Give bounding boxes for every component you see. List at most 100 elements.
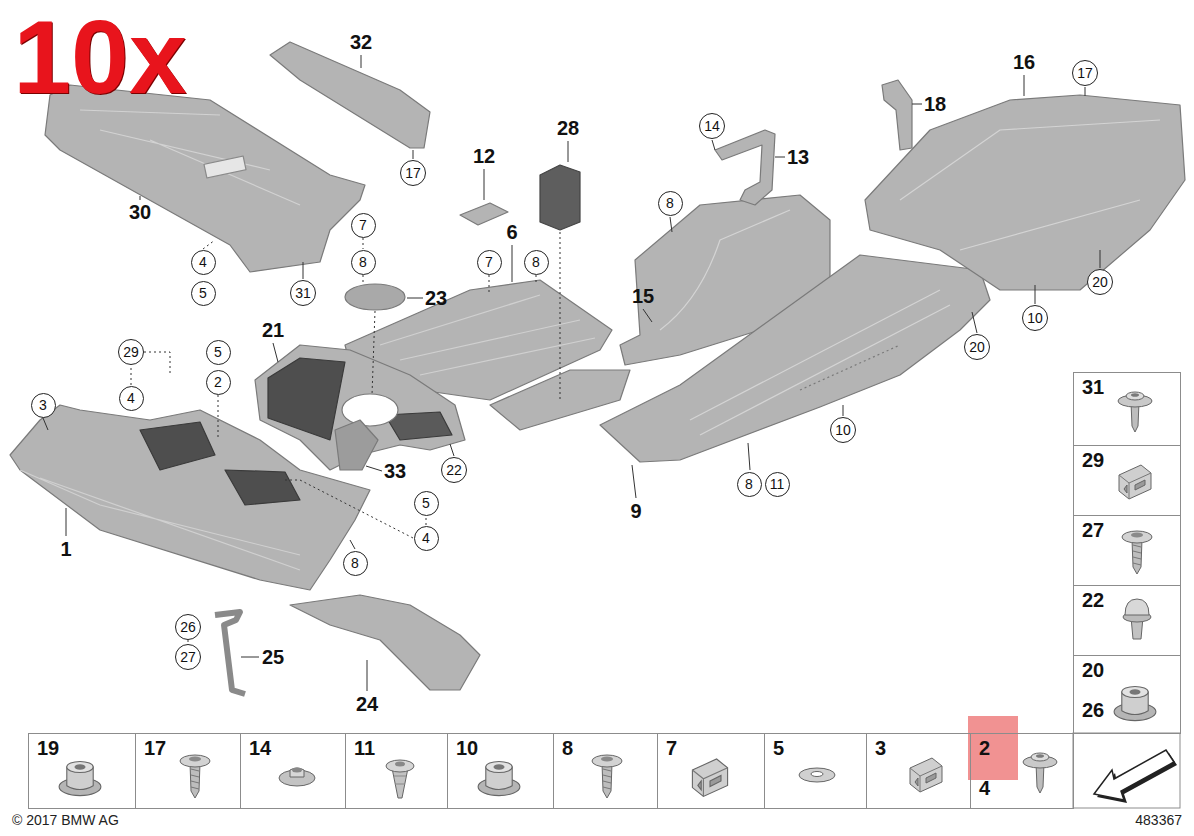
part-number: 25 bbox=[262, 646, 284, 668]
part-number: 24 bbox=[356, 693, 378, 715]
footer-note: 483367 bbox=[1135, 813, 1182, 828]
part-number: 21 bbox=[262, 319, 284, 341]
legend-cell: 19 bbox=[28, 733, 136, 809]
callout-number: 22 bbox=[1074, 588, 1180, 612]
part-number: 1 bbox=[60, 538, 71, 560]
callout-number: 20 bbox=[969, 340, 985, 354]
callout-number: 26 bbox=[1074, 698, 1180, 722]
callout-number: 8 bbox=[532, 255, 540, 269]
legend-cell: 17 bbox=[135, 733, 241, 809]
legend-cell: 14 bbox=[240, 733, 346, 809]
callout-circle: 31 bbox=[290, 280, 316, 306]
callout-number: 20 bbox=[1074, 658, 1180, 682]
callout-circle: 29 bbox=[118, 339, 144, 365]
legend-cell: 11 bbox=[345, 733, 448, 809]
callout-circle: 8 bbox=[524, 250, 549, 275]
callout-number: 4 bbox=[199, 255, 207, 269]
part-number: 15 bbox=[632, 285, 654, 307]
part-number: 28 bbox=[557, 117, 579, 139]
part-number: 9 bbox=[630, 500, 641, 522]
callout-circle: 8 bbox=[658, 191, 683, 216]
callout-number: 5 bbox=[765, 736, 866, 760]
callout-number: 17 bbox=[1077, 66, 1093, 80]
footer-note: © 2017 BMW AG bbox=[12, 813, 119, 828]
callout-number: 14 bbox=[704, 119, 720, 133]
callout-number: 7 bbox=[658, 736, 764, 760]
legend-cell: 3 bbox=[866, 733, 971, 809]
callout-number: 8 bbox=[666, 196, 674, 210]
callout-number: 3 bbox=[39, 398, 47, 412]
callout-number: 2 bbox=[214, 375, 222, 389]
callout-number: 8 bbox=[554, 736, 657, 760]
callout-number: 11 bbox=[770, 477, 785, 491]
callout-circle: 7 bbox=[351, 213, 376, 238]
legend-cell: 24 bbox=[970, 733, 1074, 809]
callout-circle: 20 bbox=[964, 334, 990, 360]
callout-number: 22 bbox=[446, 463, 462, 477]
callout-circle: 10 bbox=[1022, 305, 1048, 331]
callout-circle: 4 bbox=[119, 386, 144, 411]
callout-circle: 4 bbox=[414, 526, 439, 551]
callout-number: 11 bbox=[346, 736, 447, 760]
callout-number: 3 bbox=[867, 736, 970, 760]
callout-circle: 8 bbox=[737, 472, 762, 497]
callout-number: 8 bbox=[351, 556, 359, 570]
callout-number: 26 bbox=[180, 620, 196, 634]
callout-number: 10 bbox=[1027, 311, 1043, 325]
callout-circle: 27 bbox=[175, 644, 201, 670]
callout-circle: 2 bbox=[206, 370, 231, 395]
callout-circle: 3 bbox=[31, 393, 56, 418]
callout-number: 29 bbox=[1074, 448, 1180, 472]
callout-number: 7 bbox=[485, 255, 493, 269]
callout-circle: 10 bbox=[830, 417, 856, 443]
callout-circle: 22 bbox=[441, 457, 467, 483]
callout-number: 4 bbox=[971, 776, 1073, 800]
callout-number: 4 bbox=[422, 531, 430, 545]
callout-number: 17 bbox=[405, 166, 421, 180]
callout-number: 7 bbox=[359, 218, 367, 232]
callout-number: 4 bbox=[127, 391, 135, 405]
legend-cell: 27 bbox=[1073, 515, 1181, 586]
callout-number: 17 bbox=[136, 736, 240, 760]
legend-cell: 8 bbox=[553, 733, 658, 809]
callout-number: 2 bbox=[971, 736, 1073, 760]
callout-circle: 5 bbox=[191, 281, 216, 306]
part-number: 18 bbox=[924, 93, 946, 115]
callout-number: 20 bbox=[1092, 275, 1108, 289]
part-number: 23 bbox=[425, 287, 447, 309]
legend-cell: 22 bbox=[1073, 585, 1181, 656]
callout-number: 31 bbox=[295, 286, 311, 300]
part-number: 33 bbox=[384, 460, 406, 482]
callout-number: 8 bbox=[359, 255, 367, 269]
callout-number: 5 bbox=[214, 345, 222, 359]
callout-number: 10 bbox=[448, 736, 553, 760]
callout-circle: 14 bbox=[699, 113, 725, 139]
callout-number: 14 bbox=[241, 736, 345, 760]
callout-circle: 5 bbox=[206, 340, 231, 365]
callout-circle: 26 bbox=[175, 614, 201, 640]
callout-circle: 11 bbox=[765, 472, 790, 497]
callout-number: 10 bbox=[835, 423, 851, 437]
part-number: 30 bbox=[129, 201, 151, 223]
legend-cell: 7 bbox=[657, 733, 765, 809]
part-number: 13 bbox=[787, 146, 809, 168]
part-number: 32 bbox=[350, 31, 372, 53]
callout-number: 8 bbox=[745, 477, 753, 491]
callout-number: 27 bbox=[180, 650, 196, 664]
quantity-mark: 10x bbox=[13, 0, 187, 114]
callout-circle: 5 bbox=[414, 491, 439, 516]
legend-cell: 5 bbox=[764, 733, 867, 809]
callout-circle: 8 bbox=[343, 551, 368, 576]
legend-cell: 29 bbox=[1073, 445, 1181, 516]
legend-cell: 31 bbox=[1073, 372, 1181, 446]
callout-number: 5 bbox=[199, 286, 207, 300]
callout-circle: 17 bbox=[400, 160, 426, 186]
callout-number: 27 bbox=[1074, 518, 1180, 542]
part-number: 6 bbox=[506, 221, 517, 243]
callout-number: 31 bbox=[1074, 375, 1180, 399]
legend-cell: 10 bbox=[447, 733, 554, 809]
callout-circle: 17 bbox=[1072, 60, 1098, 86]
part-number: 16 bbox=[1013, 51, 1035, 73]
